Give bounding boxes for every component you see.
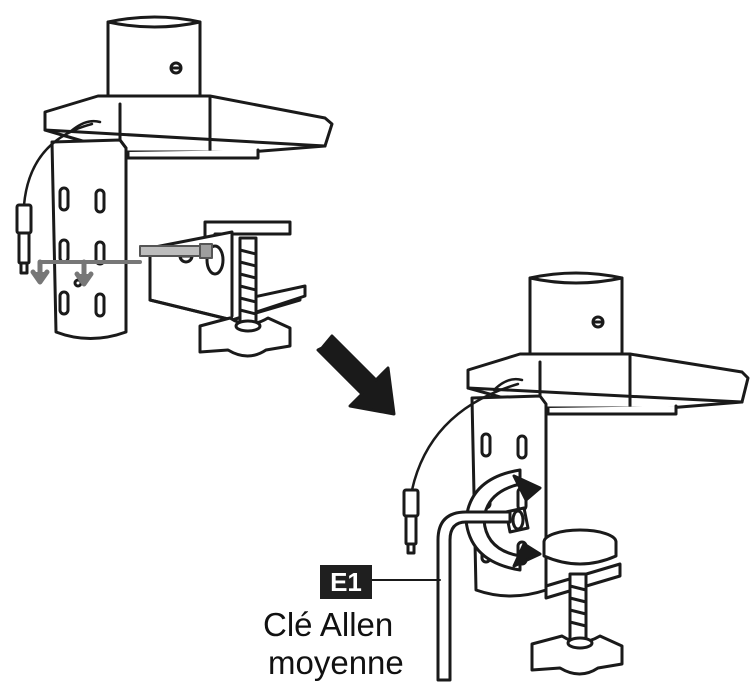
mount-assembly-before: [15, 15, 334, 358]
pole-top-right: [528, 271, 624, 356]
desk-clamp-left: [148, 220, 307, 358]
base-plate-left: [43, 94, 334, 160]
base-plate-right: [466, 352, 750, 416]
desk-clamp-right: [530, 528, 624, 676]
mount-assembly-after: [371, 271, 750, 682]
mount-bracket-left: [50, 138, 128, 340]
usb-cable-left: [15, 119, 102, 275]
part-label-line1: Clé Allen: [263, 606, 394, 643]
arrow-down-right-icon: [316, 334, 396, 416]
part-label-line2: moyenne: [268, 644, 404, 681]
part-tag-e1: E1: [320, 565, 372, 599]
rotate-arrows-icon: [464, 468, 542, 572]
usb-cable-right: [402, 377, 524, 555]
pole-top-left: [106, 15, 202, 98]
allen-key-icon: [436, 510, 512, 682]
mounting-bolt-left: [139, 243, 213, 259]
arrow-down-icon: [30, 259, 142, 287]
